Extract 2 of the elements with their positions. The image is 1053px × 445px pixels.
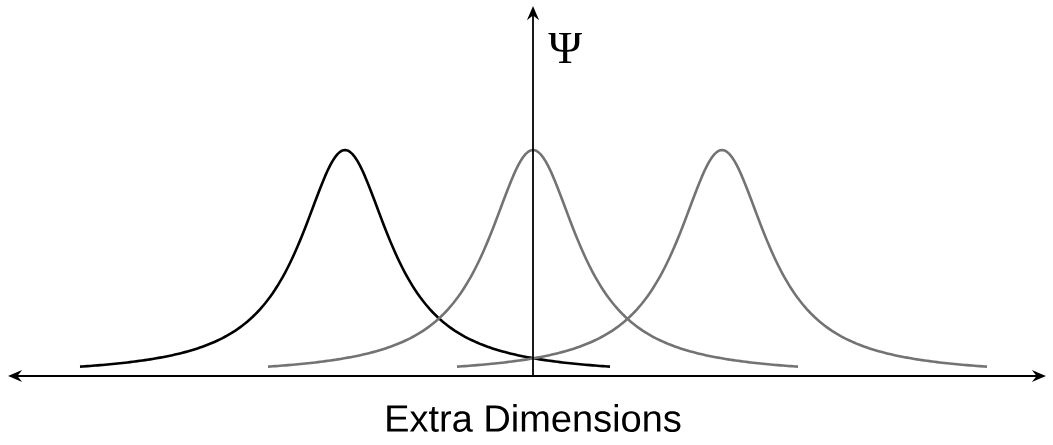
axis-label: Ψ	[548, 32, 583, 64]
axis-label: Extra Dimensions	[387, 404, 681, 432]
